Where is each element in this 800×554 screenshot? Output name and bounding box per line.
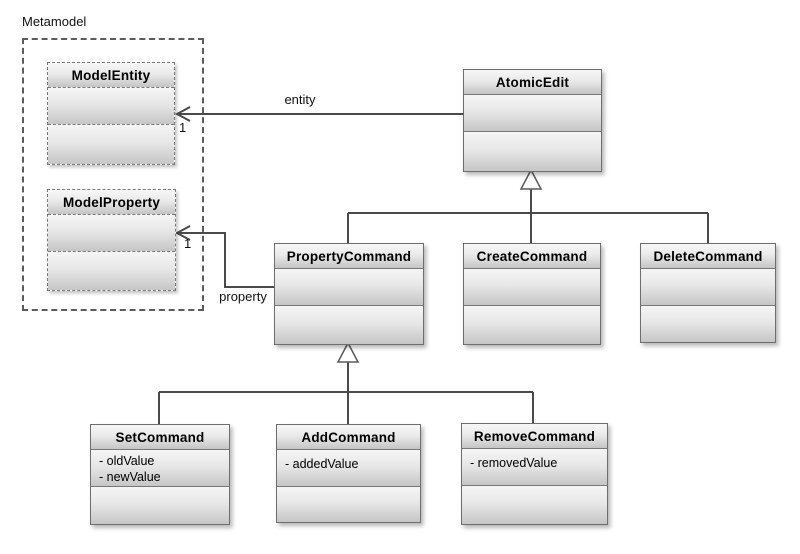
operations-compartment — [277, 487, 420, 522]
class-createcommand: CreateCommand — [463, 243, 601, 345]
attributes-compartment — [641, 269, 775, 306]
property-multiplicity-label: 1 — [184, 236, 192, 251]
class-title: RemoveCommand — [462, 424, 607, 449]
attributes-compartment — [464, 95, 601, 132]
attribute: - newValue — [99, 470, 161, 484]
metamodel-label: Metamodel — [22, 14, 87, 29]
class-addcommand: AddCommand - addedValue — [276, 424, 421, 523]
class-title: AddCommand — [277, 425, 420, 450]
class-title: PropertyCommand — [275, 244, 423, 269]
atomicedit-generalization-lines — [347, 189, 709, 243]
metamodel-group-box — [22, 38, 204, 311]
attributes-compartment — [275, 269, 423, 306]
class-removecommand: RemoveCommand - removedValue — [461, 423, 608, 525]
operations-compartment — [275, 306, 423, 344]
operations-compartment — [641, 306, 775, 342]
attributes-compartment — [48, 215, 175, 252]
operations-compartment — [48, 252, 175, 290]
operations-compartment — [464, 306, 600, 344]
class-propertycommand: PropertyCommand — [274, 243, 424, 345]
attribute: - oldValue — [99, 454, 155, 468]
attributes-compartment: - addedValue — [277, 450, 420, 487]
property-association-label: property — [219, 289, 267, 304]
attributes-compartment: - removedValue — [462, 449, 607, 486]
class-setcommand: SetCommand - oldValue - newValue — [90, 424, 230, 525]
operations-compartment — [464, 132, 601, 171]
entity-multiplicity-label: 1 — [179, 120, 187, 135]
operations-compartment — [462, 486, 607, 524]
class-title: SetCommand — [91, 425, 229, 450]
class-deletecommand: DeleteCommand — [640, 243, 776, 343]
operations-compartment — [91, 487, 229, 524]
class-modelproperty: ModelProperty — [47, 189, 176, 291]
class-title: DeleteCommand — [641, 244, 775, 269]
operations-compartment — [48, 125, 174, 164]
class-title: CreateCommand — [464, 244, 600, 269]
attribute: - addedValue — [285, 457, 359, 471]
propertycommand-inheritance-triangle-icon — [336, 341, 360, 363]
attributes-compartment — [48, 88, 174, 125]
class-title: ModelEntity — [48, 63, 174, 88]
attribute: - removedValue — [470, 456, 558, 470]
class-title: ModelProperty — [48, 190, 175, 215]
entity-association-label: entity — [284, 92, 316, 107]
propertycommand-generalization-lines — [158, 362, 534, 424]
class-atomicedit: AtomicEdit — [463, 69, 602, 172]
class-title: AtomicEdit — [464, 70, 601, 95]
attributes-compartment — [464, 269, 600, 306]
class-modelentity: ModelEntity — [47, 62, 175, 165]
atomicedit-inheritance-triangle-icon — [519, 168, 543, 190]
attributes-compartment: - oldValue - newValue — [91, 450, 229, 487]
